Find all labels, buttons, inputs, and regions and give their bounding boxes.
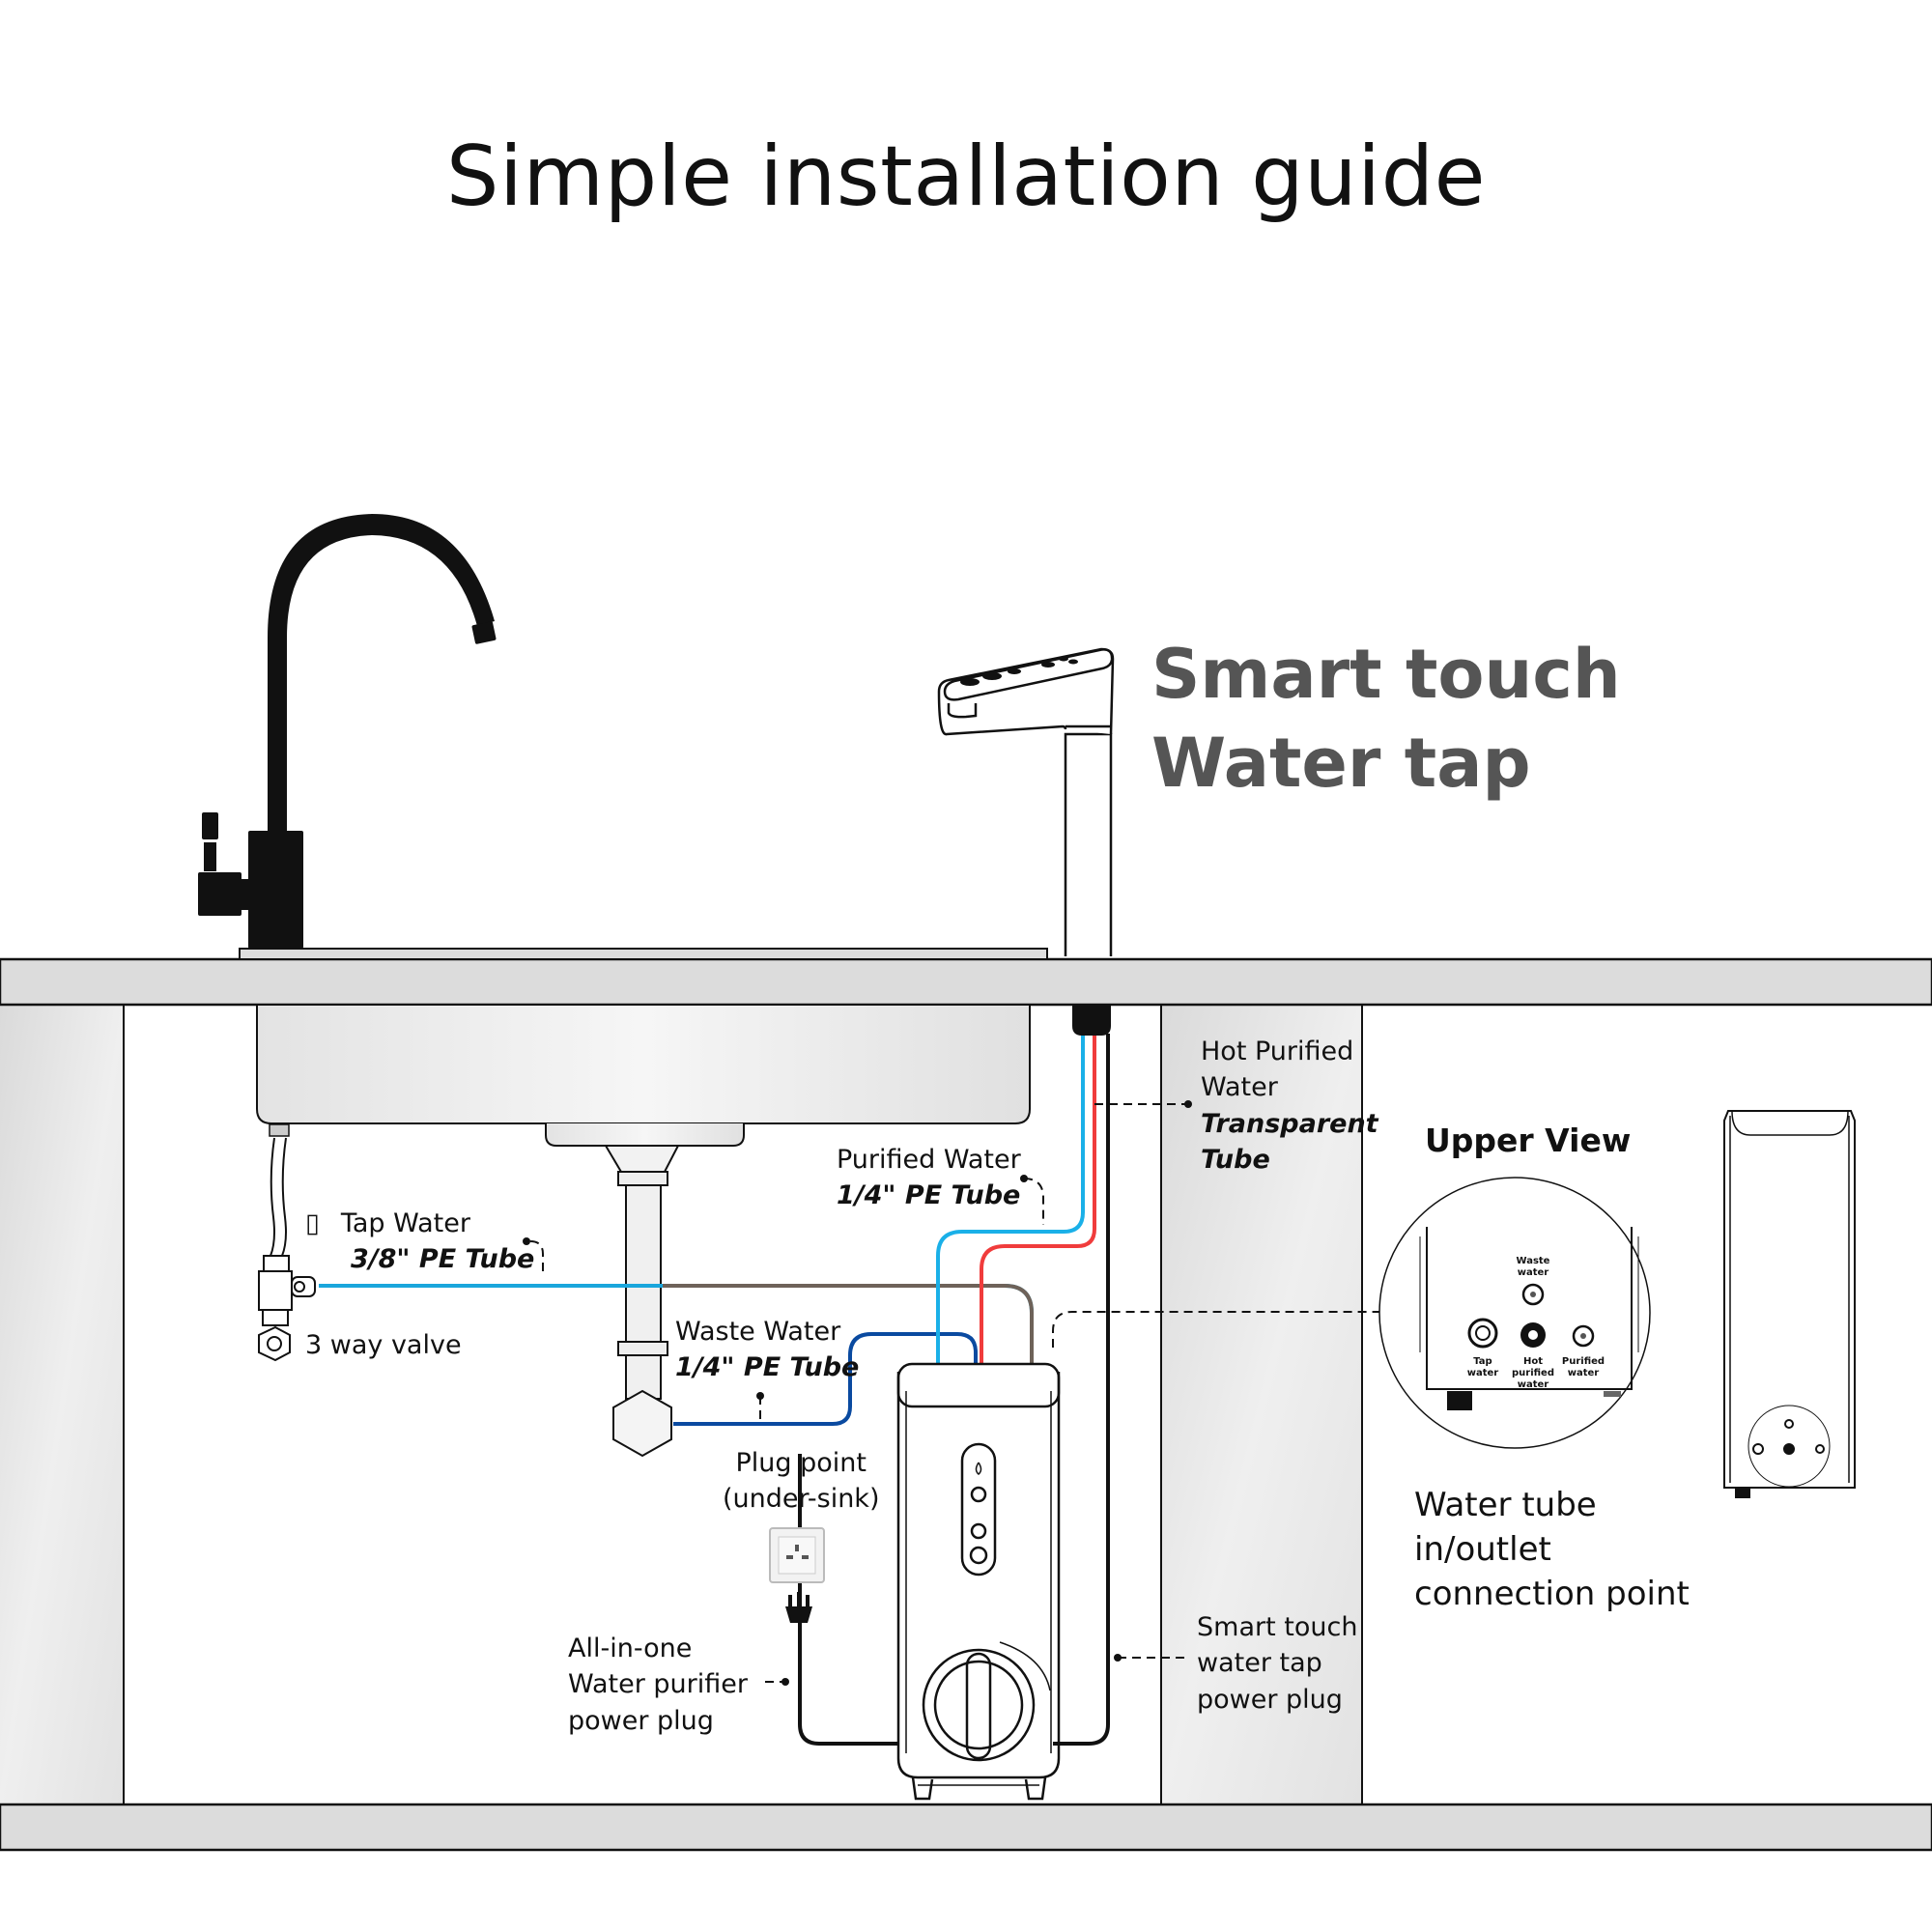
tp-line1: Smart touch xyxy=(1197,1612,1358,1642)
drain-trap-hex xyxy=(612,1389,672,1458)
drain-pipe xyxy=(625,1184,662,1346)
sink-rim xyxy=(239,948,1048,960)
port-purified-l1: Purified xyxy=(1561,1356,1605,1367)
smart-tap-heading-line1: Smart touch xyxy=(1151,635,1621,714)
hot-line1: Hot Purified xyxy=(1201,1037,1354,1066)
tap-connector xyxy=(1072,1006,1111,1036)
gooseneck-faucet xyxy=(198,514,497,949)
countertop xyxy=(0,957,1932,1007)
purifier-power-plug-label: All-in-one Water purifier power plug xyxy=(568,1631,748,1739)
purified-water-tube-label: 1/4" PE Tube xyxy=(837,1180,1021,1211)
port-hot-l2: water xyxy=(1517,1379,1549,1390)
connection-point-caption: Water tube in/outlet connection point xyxy=(1414,1484,1690,1617)
caption-line2: in/outlet xyxy=(1414,1529,1551,1569)
three-way-valve xyxy=(258,1255,316,1362)
smart-touch-tap xyxy=(937,647,1115,956)
wall-socket-icon xyxy=(769,1527,825,1583)
purified-water-label: Purified Water 1/4" PE Tube xyxy=(837,1142,1021,1214)
tap-power-cable xyxy=(1053,1034,1110,1746)
pp-line3: power plug xyxy=(568,1705,714,1736)
tap-water-name: Tap Water xyxy=(340,1208,470,1238)
purified-water-tube xyxy=(936,1034,1085,1367)
port-hot-label: Hot purified water xyxy=(1502,1356,1564,1391)
smart-tap-heading: Smart touch Water tap xyxy=(1151,630,1621,809)
hot-purified-water-tube xyxy=(980,1034,1096,1367)
pp-line1: All-in-one xyxy=(568,1634,693,1663)
port-waste-label: Waste water xyxy=(1509,1256,1557,1279)
box-icon: ▯ xyxy=(305,1208,320,1238)
hot-tube2: Tube xyxy=(1201,1144,1270,1175)
port-waste-l1: Waste xyxy=(1516,1256,1550,1266)
upper-view-detail xyxy=(1378,1177,1651,1449)
three-way-valve-label: 3 way valve xyxy=(305,1330,462,1360)
port-purified-l2: water xyxy=(1567,1368,1600,1378)
port-tap-l2: water xyxy=(1466,1368,1499,1378)
hot-line2: Water xyxy=(1201,1072,1278,1103)
plug-point-line1: Plug point xyxy=(735,1448,867,1478)
purifier-side-view xyxy=(1723,1110,1856,1498)
purified-water-name: Purified Water xyxy=(837,1145,1021,1175)
hot-purified-water-label: Hot Purified Water Transparent Tube xyxy=(1201,1034,1378,1178)
cabinet-middle-panel xyxy=(1161,1005,1362,1804)
caption-line3: connection point xyxy=(1414,1574,1690,1613)
pp-line2: Water purifier xyxy=(568,1669,748,1700)
waste-water-tube-label: 1/4" PE Tube xyxy=(675,1352,860,1383)
waste-water-name: Waste Water xyxy=(675,1317,841,1347)
waste-water-tube xyxy=(673,1332,978,1426)
tp-line2: water tap xyxy=(1197,1648,1322,1679)
port-tap-label: Tap water xyxy=(1459,1356,1507,1379)
power-plug-icon xyxy=(785,1592,812,1623)
port-hot-l1: Hot purified xyxy=(1512,1356,1554,1378)
port-purified-label: Purified water xyxy=(1559,1356,1607,1379)
purifier-power-cable xyxy=(798,1454,898,1746)
tap-water-label: ▯ Tap Water 3/8" PE Tube xyxy=(305,1206,534,1278)
port-waste-l2: water xyxy=(1517,1267,1549,1278)
port-tap-l1: Tap xyxy=(1473,1356,1492,1367)
water-purifier-unit xyxy=(896,1362,1061,1801)
plug-point-label: Plug point (under-sink) xyxy=(723,1445,879,1518)
smart-tap-heading-line2: Water tap xyxy=(1151,724,1531,804)
waste-water-label: Waste Water 1/4" PE Tube xyxy=(675,1314,859,1386)
caption-line1: Water tube xyxy=(1414,1486,1597,1524)
tp-line3: power plug xyxy=(1197,1684,1343,1715)
tap-power-plug-label: Smart touch water tap power plug xyxy=(1197,1609,1357,1718)
cabinet-left-panel xyxy=(0,1005,124,1804)
plug-point-line2: (under-sink) xyxy=(723,1484,880,1515)
upper-view-title: Upper View xyxy=(1425,1122,1632,1159)
page-title: Simple installation guide xyxy=(445,128,1487,225)
supply-hose xyxy=(270,1137,287,1257)
hot-tube1: Transparent xyxy=(1201,1108,1378,1139)
cabinet-bottom xyxy=(0,1803,1932,1852)
tap-water-tube: 3/8" PE Tube xyxy=(351,1244,535,1275)
sink-basin xyxy=(256,1004,1031,1124)
